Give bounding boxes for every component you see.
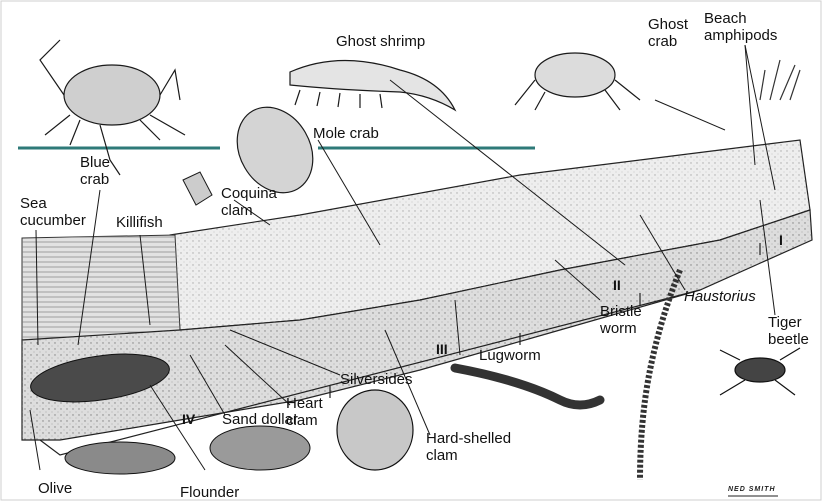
coquina-clam-drawing xyxy=(183,172,212,205)
label-ghost-shrimp: Ghost shrimp xyxy=(336,33,425,50)
label-tiger-beetle: Tiger beetle xyxy=(768,314,818,348)
label-sand-dollar: Sand dollar xyxy=(222,411,298,428)
lugworm-drawing xyxy=(455,368,600,405)
artist-signature: NED SMITH xyxy=(728,486,776,493)
label-beach-amphipods: Beach amphipods xyxy=(704,10,800,44)
olive-drawing xyxy=(65,442,175,474)
label-coquina-clam: Coquina clam xyxy=(221,185,293,219)
zone-label-iv: IV xyxy=(182,411,195,427)
label-flounder: Flounder xyxy=(180,484,239,501)
sand-dollar-drawing xyxy=(210,426,310,470)
label-bristle-worm: Bristle worm xyxy=(600,303,652,337)
tiger-beetle-drawing xyxy=(720,348,800,395)
label-silversides: Silversides xyxy=(340,371,413,388)
ghost-crab-drawing xyxy=(515,53,640,110)
label-hard-shelled-clam: Hard-shelled clam xyxy=(426,430,546,464)
zone-label-i: I xyxy=(779,232,783,248)
label-blue-crab: Blue crab xyxy=(80,154,130,188)
label-mole-crab: Mole crab xyxy=(313,125,379,142)
zone-label-iii: III xyxy=(436,341,448,357)
label-killifish: Killifish xyxy=(116,214,163,231)
hard-shelled-clam-drawing xyxy=(337,390,413,470)
ghost-shrimp-drawing xyxy=(290,60,455,110)
label-haustorius: Haustorius xyxy=(684,288,756,305)
zone-label-ii: II xyxy=(613,277,621,293)
label-olive: Olive xyxy=(38,480,72,497)
dune-grass-drawing xyxy=(760,60,800,100)
label-lugworm: Lugworm xyxy=(479,347,541,364)
label-sea-cucumber: Sea cucumber xyxy=(20,195,92,229)
label-ghost-crab: Ghost crab xyxy=(648,16,700,50)
